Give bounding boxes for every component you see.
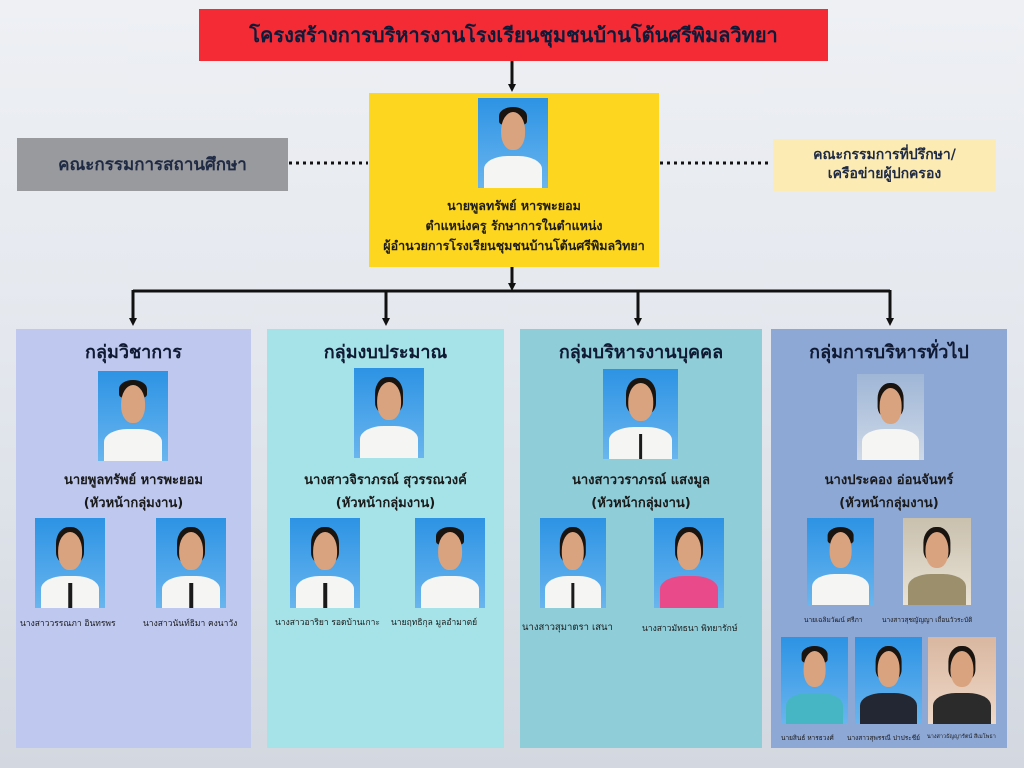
group-title: กลุ่มวิชาการ bbox=[85, 342, 182, 363]
director-role: ผู้อำนวยการโรงเรียนชุมชนบ้านโต้นศรีพิมลว… bbox=[383, 238, 645, 253]
member-photo bbox=[35, 518, 105, 608]
member-name: นายสินธ์ หารธวงศ์ bbox=[781, 734, 834, 742]
group-title: กลุ่มงบประมาณ bbox=[323, 342, 448, 363]
head-photo bbox=[98, 371, 168, 461]
member-photo bbox=[855, 637, 922, 724]
head-role: (หัวหน้ากลุ่มงาน) bbox=[591, 496, 691, 511]
member-name: นายฤทธิกุล มูลอำมาตย์ bbox=[391, 618, 478, 628]
group-academic: กลุ่มวิชาการ นายพูลทรัพย์ หารพะยอม (หัวห… bbox=[16, 329, 251, 748]
head-name: นางสาววราภรณ์ แสงมูล bbox=[572, 473, 710, 488]
member-photo bbox=[415, 518, 485, 608]
member-name: นางสาวสุพรรณี ปาประชีย์ bbox=[847, 734, 920, 742]
group-title: กลุ่มบริหารงานบุคคล bbox=[558, 342, 724, 363]
member-name: นางสาวสุชญัญญา เถื่อนวัวระบัติ bbox=[882, 616, 973, 624]
school-board-label: คณะกรรมการสถานศึกษา bbox=[58, 155, 247, 175]
head-name: นายพูลทรัพย์ หารพะยอม bbox=[63, 473, 203, 488]
chart-title: โครงสร้างการบริหารงานโรงเรียนชุมชนบ้านโต… bbox=[199, 9, 828, 61]
member-photo bbox=[540, 518, 606, 608]
director-name: นายพูลทรัพย์ หารพะยอม bbox=[447, 198, 581, 213]
member-photo bbox=[156, 518, 226, 608]
member-name: นายเฉลิมวัฒน์ ศรีภา bbox=[804, 616, 863, 624]
member-name: นางสาวสุมาตรา เสนา bbox=[522, 622, 613, 633]
head-photo bbox=[354, 368, 424, 458]
member-photo bbox=[903, 518, 971, 605]
member-photo bbox=[807, 518, 874, 605]
group-personnel: กลุ่มบริหารงานบุคคล นางสาววราภรณ์ แสงมูล… bbox=[520, 329, 762, 748]
group-title: กลุ่มการบริหารทั่วไป bbox=[809, 342, 969, 363]
member-photo bbox=[781, 637, 848, 724]
head-role: (หัวหน้ากลุ่มงาน) bbox=[83, 496, 184, 511]
school-board-box: คณะกรรมการสถานศึกษา bbox=[17, 138, 288, 191]
member-photo bbox=[928, 637, 996, 724]
member-name: นางสาวนันท์ธิมา คงนาวัง bbox=[143, 619, 238, 629]
member-name: นางสาวอาริยา รอดบ้านเกาะ bbox=[275, 618, 380, 628]
director-photo bbox=[478, 98, 548, 188]
group-budget: กลุ่มงบประมาณ นางสาวจิราภรณ์ สุวรรณวงค์ … bbox=[267, 329, 504, 748]
director-box: นายพูลทรัพย์ หารพะยอม ตำแหน่งครู รักษากา… bbox=[369, 93, 659, 267]
member-photo bbox=[654, 518, 724, 608]
head-role: (หัวหน้ากลุ่มงาน) bbox=[839, 496, 939, 511]
head-photo bbox=[603, 369, 678, 459]
member-name: นางสาวธัญญารัตน์ สีเมโพธา bbox=[927, 734, 996, 740]
head-role: (หัวหน้ากลุ่มงาน) bbox=[335, 496, 436, 511]
member-photo bbox=[290, 518, 360, 608]
advisor-label-line2: เครือข่ายผู้ปกครอง bbox=[827, 166, 942, 182]
director-position: ตำแหน่งครู รักษาการในตำแหน่ง bbox=[425, 218, 603, 233]
group-general: กลุ่มการบริหารทั่วไป นางประคอง อ่อนจันทร… bbox=[771, 329, 1007, 748]
advisor-box: คณะกรรมการที่ปรึกษา/ เครือข่ายผู้ปกครอง bbox=[773, 139, 996, 191]
head-photo bbox=[857, 374, 924, 460]
head-name: นางประคอง อ่อนจันทร์ bbox=[824, 473, 954, 488]
head-name: นางสาวจิราภรณ์ สุวรรณวงค์ bbox=[304, 473, 467, 488]
member-name: นางสาววรรณภา อินทรพร bbox=[20, 619, 116, 629]
member-name: นางสาวมัทธนา พิทยารักษ์ bbox=[642, 624, 738, 634]
advisor-label-line1: คณะกรรมการที่ปรึกษา/ bbox=[813, 147, 956, 163]
